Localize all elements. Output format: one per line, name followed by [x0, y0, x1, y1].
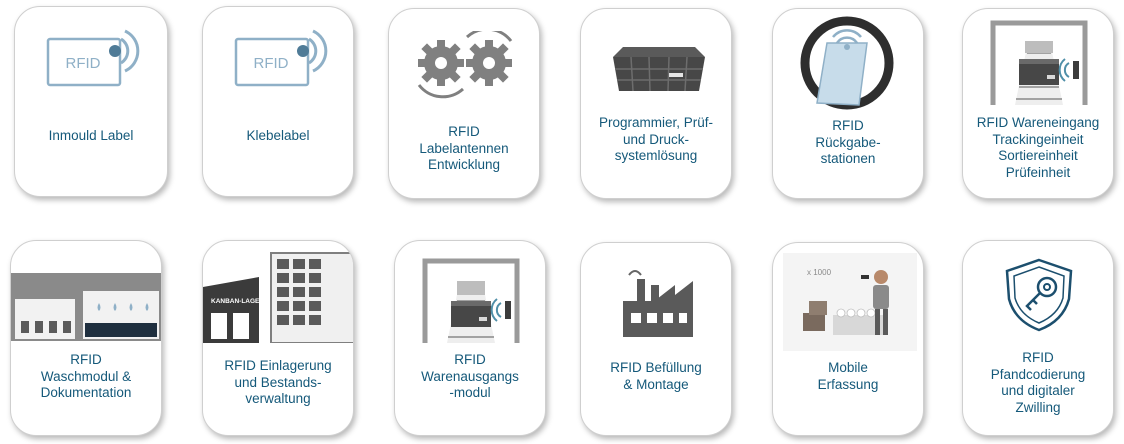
gears-cycle-icon [417, 31, 513, 99]
tile-mobile-erfassung[interactable]: x 1000 Mobile Erfassung [772, 242, 924, 436]
tile-warenausgang[interactable]: RFID Warenausgangs -modul [394, 240, 546, 436]
rfid-card-icon: RFID [46, 29, 140, 87]
kanban-sign-text: KANBAN-LAGER [211, 298, 264, 305]
rfid-card-text: RFID [254, 55, 289, 72]
tile-label: RFID Befüllung & Montage [610, 360, 702, 392]
tile-label: RFID Waschmodul & Dokumentation [40, 352, 132, 400]
mobile-scanner-icon: x 1000 [783, 253, 917, 351]
conveyor-gate-icon [990, 20, 1088, 105]
shield-key-icon [1005, 258, 1073, 332]
rfid-card-icon: RFID [234, 29, 328, 87]
wash-hall-icon [11, 273, 161, 341]
tile-pfandcodierung[interactable]: RFID Pfandcodierung und digitaler Zwilli… [962, 240, 1114, 436]
rfid-card-text: RFID [66, 55, 101, 72]
tile-label: Mobile Erfassung [817, 360, 879, 392]
quantity-text: x 1000 [807, 268, 832, 277]
tile-klebelabel[interactable]: RFID Klebelabel [202, 6, 354, 197]
crate-icon [613, 47, 705, 92]
tile-label: RFID Warenausgangs -modul [421, 352, 519, 400]
tile-waschmodul[interactable]: RFID Waschmodul & Dokumentation [10, 240, 162, 436]
tile-rueckgabe[interactable]: RFID Rückgabe- stationen [772, 8, 924, 199]
return-station-icon [800, 16, 894, 110]
tile-label: Klebelabel [246, 128, 310, 143]
tile-labelantennen[interactable]: RFID Labelantennen Entwicklung [388, 8, 540, 199]
tile-inmould-label[interactable]: RFID Inmould Label [14, 6, 168, 197]
tile-befuellung[interactable]: RFID Befüllung & Montage [580, 242, 732, 436]
tile-einlagerung[interactable]: KANBAN-LAGER RFID Einlagerung und Bestan… [202, 240, 354, 436]
conveyor-gate-icon [422, 258, 520, 343]
tile-label: RFID Labelantennen Entwicklung [419, 124, 509, 172]
tile-label: RFID Pfandcodierung und digitaler Zwilli… [990, 350, 1086, 415]
tile-programmier[interactable]: Programmier, Prüf- und Druck- systemlösu… [580, 8, 732, 199]
tile-label: RFID Wareneingang Trackingeinheit Sortie… [976, 115, 1100, 180]
tile-label: RFID Rückgabe- stationen [815, 118, 881, 166]
tile-label: Programmier, Prüf- und Druck- systemlösu… [598, 115, 714, 163]
factory-icon [623, 270, 693, 337]
warehouse-shelf-icon: KANBAN-LAGER [203, 252, 353, 343]
tile-label: RFID Einlagerung und Bestands- verwaltun… [224, 358, 332, 406]
tile-label: Inmould Label [48, 128, 134, 143]
tile-wareneingang[interactable]: RFID Wareneingang Trackingeinheit Sortie… [962, 8, 1114, 199]
